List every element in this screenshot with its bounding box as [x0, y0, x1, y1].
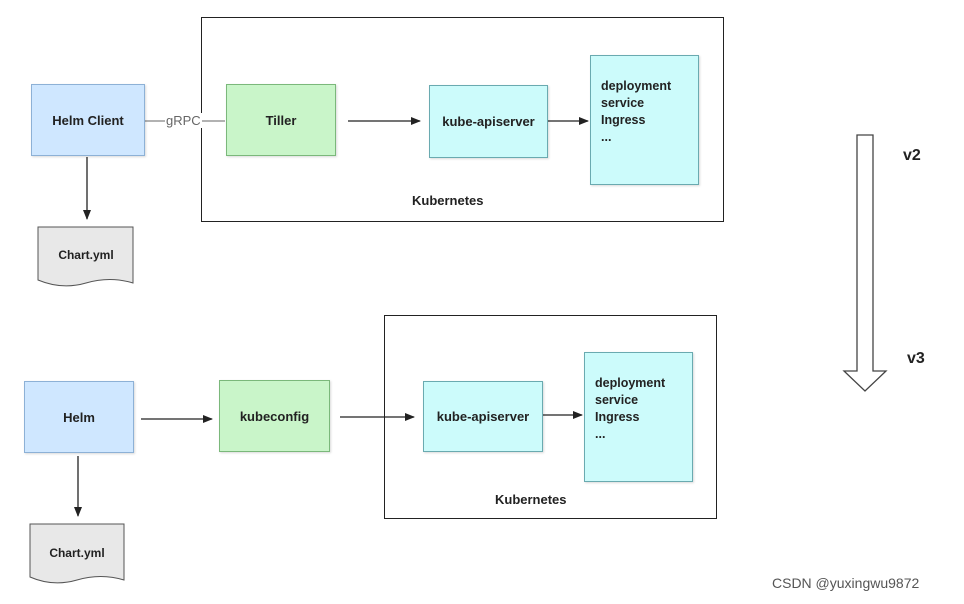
- v3-kubernetes-label: Kubernetes: [495, 492, 567, 507]
- v3-chart-doc: Chart.yml: [29, 523, 125, 584]
- version-v2-label: v2: [903, 147, 921, 164]
- v3-resource-service: service: [595, 393, 639, 407]
- v3-resources-box: deployment service Ingress ...: [584, 352, 693, 482]
- v3-resource-deployment: deployment: [595, 376, 666, 390]
- v2-chart-doc: Chart.yml: [37, 226, 134, 287]
- v3-helm-node: Helm: [24, 381, 134, 453]
- v2-kube-apiserver-node: kube-apiserver: [429, 85, 548, 158]
- v2-tiller-label: Tiller: [265, 112, 297, 128]
- v3-chart-doc-label: Chart.yml: [49, 546, 104, 560]
- v2-grpc-label: gRPC: [165, 113, 202, 128]
- watermark-text: CSDN @yuxingwu9872: [772, 575, 920, 591]
- v2-chart-doc-label: Chart.yml: [58, 248, 113, 262]
- v3-kube-apiserver-node: kube-apiserver: [423, 381, 543, 452]
- v2-resource-service: service: [601, 96, 645, 110]
- v3-kube-apiserver-label: kube-apiserver: [436, 409, 530, 424]
- v3-resource-more: ...: [595, 427, 606, 441]
- v2-kube-apiserver-label: kube-apiserver: [442, 114, 535, 129]
- v2-tiller-node: Tiller: [226, 84, 336, 156]
- v2-resources-box: deployment service Ingress ...: [590, 55, 699, 185]
- v2-resource-more: ...: [601, 130, 612, 144]
- v2-resource-ingress: Ingress: [601, 113, 646, 127]
- v2-kubernetes-label: Kubernetes: [412, 193, 484, 208]
- v2-helm-client-label: Helm Client: [52, 112, 124, 128]
- version-v3-label: v3: [907, 350, 925, 367]
- version-down-arrow: [842, 134, 888, 392]
- v3-resource-ingress: Ingress: [595, 410, 640, 424]
- v3-kubernetes-frame: [384, 315, 717, 519]
- v3-kubeconfig-node: kubeconfig: [219, 380, 330, 452]
- v3-kubeconfig-label: kubeconfig: [239, 408, 310, 424]
- v3-helm-label: Helm: [63, 409, 95, 425]
- v2-helm-client-node: Helm Client: [31, 84, 145, 156]
- v2-resource-deployment: deployment: [601, 79, 672, 93]
